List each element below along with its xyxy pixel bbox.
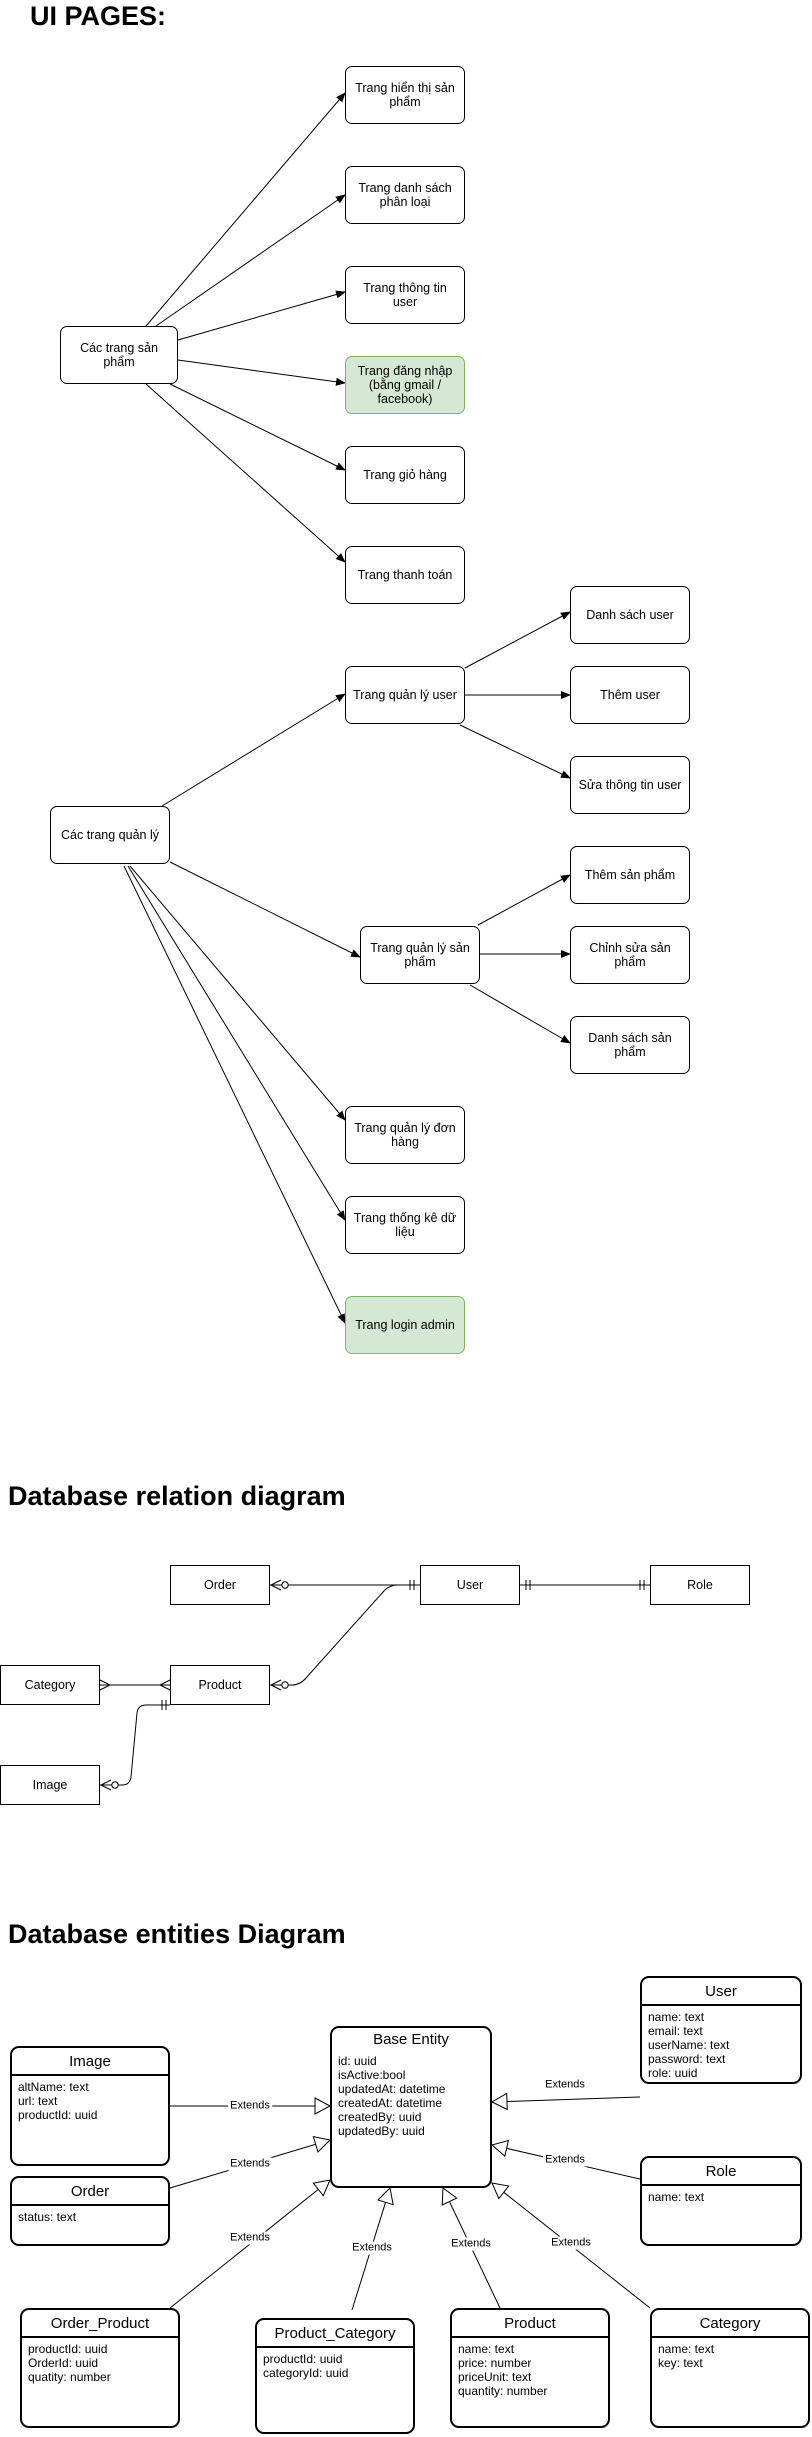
ui-admin-arrows: [123, 611, 571, 1324]
node-login: Trang đăng nhập (bằng gmail / facebook): [345, 356, 465, 414]
relation-title: Database relation diagram: [8, 1481, 346, 1511]
field: email: text: [648, 2024, 703, 2038]
entity-base-title: Base Entity: [373, 2030, 449, 2048]
relation-connectors: [99, 1579, 650, 1791]
entity-order-product-title: Order_Product: [22, 2310, 178, 2338]
ui-product-arrows: [145, 92, 346, 563]
entity-category: Category name: text key: text: [650, 2308, 810, 2428]
rel-image: Image: [0, 1765, 100, 1805]
entity-order-fields: status: text: [12, 2206, 168, 2228]
entity-order-product-fields: productId: uuid OrderId: uuid quatity: n…: [22, 2338, 178, 2388]
extends-label-order-product: Extends: [228, 2231, 272, 2245]
rel-role: Role: [650, 1565, 750, 1605]
node-category-list: Trang danh sách phân loại: [345, 166, 465, 224]
rel-category: Category: [0, 1665, 100, 1705]
field: password: text: [648, 2052, 726, 2066]
entity-category-title: Category: [652, 2310, 808, 2338]
node-edit-user: Sửa thông tin user: [570, 756, 690, 814]
entity-product-category-title: Product_Category: [257, 2320, 413, 2348]
field: price: number: [458, 2356, 532, 2370]
extends-label-product: Extends: [449, 2237, 493, 2251]
field: updatedBy: uuid: [338, 2124, 425, 2138]
node-product-display: Trang hiển thị sản phẩm: [345, 66, 465, 124]
entity-user-fields: name: text email: text userName: text pa…: [642, 2006, 800, 2082]
node-cart: Trang giỏ hàng: [345, 446, 465, 504]
field: createdAt: datetime: [338, 2096, 443, 2110]
rel-product: Product: [170, 1665, 270, 1705]
node-edit-product: Chỉnh sửa sản phẩm: [570, 926, 690, 984]
field: name: text: [648, 2190, 705, 2204]
node-add-user: Thêm user: [570, 666, 690, 724]
field: role: uuid: [648, 2066, 698, 2080]
field: isActive:bool: [338, 2068, 406, 2082]
node-product-list: Danh sách sản phẩm: [570, 1016, 690, 1074]
entity-base: Base Entity id: uuid isActive:bool updat…: [330, 2026, 492, 2188]
rel-user: User: [420, 1565, 520, 1605]
field: OrderId: uuid: [28, 2356, 99, 2370]
node-checkout: Trang thanh toán: [345, 546, 465, 604]
field: status: text: [18, 2210, 77, 2224]
entity-role: Role name: text: [640, 2156, 802, 2246]
field: url: text: [18, 2094, 58, 2108]
entity-order: Order status: text: [10, 2176, 170, 2246]
extends-label-role: Extends: [543, 2153, 587, 2167]
field: name: text: [648, 2010, 705, 2024]
entity-base-fields: id: uuid isActive:bool updatedAt: dateti…: [332, 2050, 490, 2142]
field: altName: text: [18, 2080, 89, 2094]
rel-order: Order: [170, 1565, 270, 1605]
ui-pages-title: UI PAGES:: [30, 1, 167, 31]
node-order-management: Trang quản lý đơn hàng: [345, 1106, 465, 1164]
field: quatity: number: [28, 2370, 111, 2384]
field: productId: uuid: [18, 2108, 98, 2122]
field: createdBy: uuid: [338, 2110, 422, 2124]
field: name: text: [458, 2342, 515, 2356]
entity-product-fields: name: text price: number priceUnit: text…: [452, 2338, 608, 2402]
extends-label-order: Extends: [228, 2157, 272, 2171]
entity-image: Image altName: text url: text productId:…: [10, 2046, 170, 2166]
entity-category-fields: name: text key: text: [652, 2338, 808, 2374]
node-statistics: Trang thống kê dữ liệu: [345, 1196, 465, 1254]
field: updatedAt: datetime: [338, 2082, 446, 2096]
node-user-management: Trang quản lý user: [345, 666, 465, 724]
entity-product: Product name: text price: number priceUn…: [450, 2308, 610, 2428]
extends-label-product-category: Extends: [350, 2241, 394, 2255]
entity-role-fields: name: text: [642, 2186, 800, 2208]
field: name: text: [658, 2342, 715, 2356]
entity-order-title: Order: [12, 2178, 168, 2206]
node-product-pages: Các trang sản phẩm: [60, 326, 178, 384]
entity-image-title: Image: [12, 2048, 168, 2076]
field: priceUnit: text: [458, 2370, 532, 2384]
entity-product-title: Product: [452, 2310, 608, 2338]
entity-role-title: Role: [642, 2158, 800, 2186]
field: key: text: [658, 2356, 703, 2370]
node-user-info: Trang thông tin user: [345, 266, 465, 324]
node-admin-pages: Các trang quản lý: [50, 806, 170, 864]
entity-product-category: Product_Category productId: uuid categor…: [255, 2318, 415, 2434]
entity-user-title: User: [642, 1978, 800, 2006]
node-admin-login: Trang login admin: [345, 1296, 465, 1354]
field: quantity: number: [458, 2384, 548, 2398]
node-product-management: Trang quản lý sản phẩm: [360, 926, 480, 984]
field: productId: uuid: [28, 2342, 108, 2356]
extends-label-category: Extends: [549, 2236, 593, 2250]
entity-product-category-fields: productId: uuid categoryId: uuid: [257, 2348, 413, 2384]
entity-user: User name: text email: text userName: te…: [640, 1976, 802, 2084]
entity-order-product: Order_Product productId: uuid OrderId: u…: [20, 2308, 180, 2428]
extends-label-image: Extends: [228, 2099, 272, 2113]
extends-label-user: Extends: [543, 2078, 587, 2092]
entities-title: Database entities Diagram: [8, 1919, 346, 1949]
node-user-list: Danh sách user: [570, 586, 690, 644]
field: userName: text: [648, 2038, 730, 2052]
entity-image-fields: altName: text url: text productId: uuid: [12, 2076, 168, 2126]
field: categoryId: uuid: [263, 2366, 349, 2380]
field: productId: uuid: [263, 2352, 343, 2366]
field: id: uuid: [338, 2054, 377, 2068]
node-add-product: Thêm sản phẩm: [570, 846, 690, 904]
